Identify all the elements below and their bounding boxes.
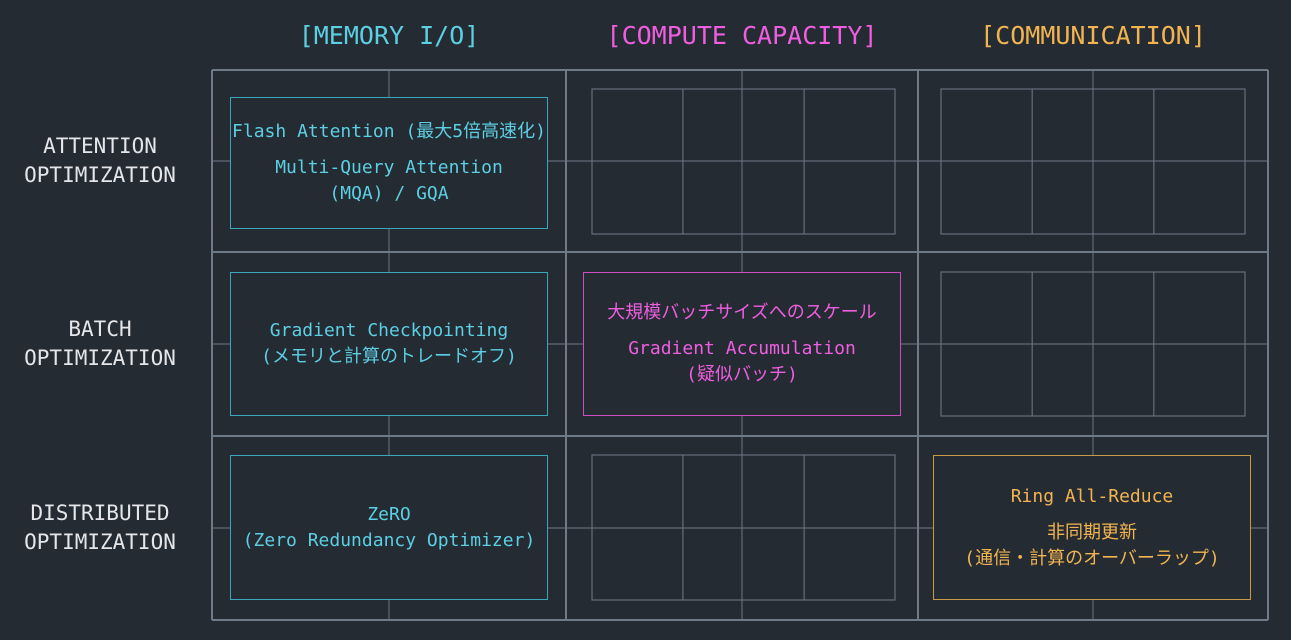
technique-note: (通信・計算のオーバーラップ) xyxy=(964,547,1220,569)
technique-large-batch-scaling: 大規模バッチサイズへのスケール xyxy=(607,302,877,323)
column-header-memory-io: [MEMORY I/O] xyxy=(298,21,480,50)
technique-zero: ZeRO xyxy=(367,503,411,525)
technique-note: (疑似バッチ) xyxy=(686,364,798,385)
cell-attention-memory: Flash Attention (最大5倍高速化) Multi-Query At… xyxy=(230,97,548,229)
technique-async-update: 非同期更新 xyxy=(1047,521,1137,543)
row-label-line: DISTRIBUTED xyxy=(30,501,170,525)
row-label-batch-optimization: BATCH OPTIMIZATION xyxy=(0,315,200,373)
column-header-compute-capacity: [COMPUTE CAPACITY] xyxy=(606,21,878,50)
technique-gradient-accumulation: Gradient Accumulation xyxy=(628,338,856,359)
grid-empty-cell-frame xyxy=(591,454,896,601)
technique-mqa-gqa: (MQA) / GQA xyxy=(329,183,449,204)
cell-distributed-memory: ZeRO (Zero Redundancy Optimizer) xyxy=(230,455,548,600)
technique-note: (メモリと計算のトレードオフ) xyxy=(261,346,517,367)
technique-ring-all-reduce: Ring All-Reduce xyxy=(1010,485,1174,507)
grid-empty-cell-frame xyxy=(940,271,1246,417)
row-label-attention-optimization: ATTENTION OPTIMIZATION xyxy=(0,132,200,190)
row-label-line: OPTIMIZATION xyxy=(24,346,176,370)
technique-flash-attention: Flash Attention (最大5倍高速化) xyxy=(232,121,546,142)
row-label-distributed-optimization: DISTRIBUTED OPTIMIZATION xyxy=(0,499,200,557)
grid-empty-cell-frame xyxy=(591,88,896,235)
cell-batch-compute: 大規模バッチサイズへのスケール Gradient Accumulation (疑… xyxy=(583,272,901,416)
column-header-communication: [COMMUNICATION] xyxy=(980,21,1206,50)
cell-distributed-communication: Ring All-Reduce 非同期更新 (通信・計算のオーバーラップ) xyxy=(933,455,1251,600)
cell-batch-memory: Gradient Checkpointing (メモリと計算のトレードオフ) xyxy=(230,272,548,416)
row-label-line: OPTIMIZATION xyxy=(24,530,176,554)
row-label-line: OPTIMIZATION xyxy=(24,163,176,187)
row-label-line: ATTENTION xyxy=(43,134,157,158)
technique-multi-query-attention: Multi-Query Attention xyxy=(275,157,503,178)
row-label-line: BATCH xyxy=(68,317,132,341)
grid-empty-cell-frame xyxy=(940,88,1246,235)
technique-note: (Zero Redundancy Optimizer) xyxy=(242,529,536,551)
technique-gradient-checkpointing: Gradient Checkpointing xyxy=(269,320,509,341)
